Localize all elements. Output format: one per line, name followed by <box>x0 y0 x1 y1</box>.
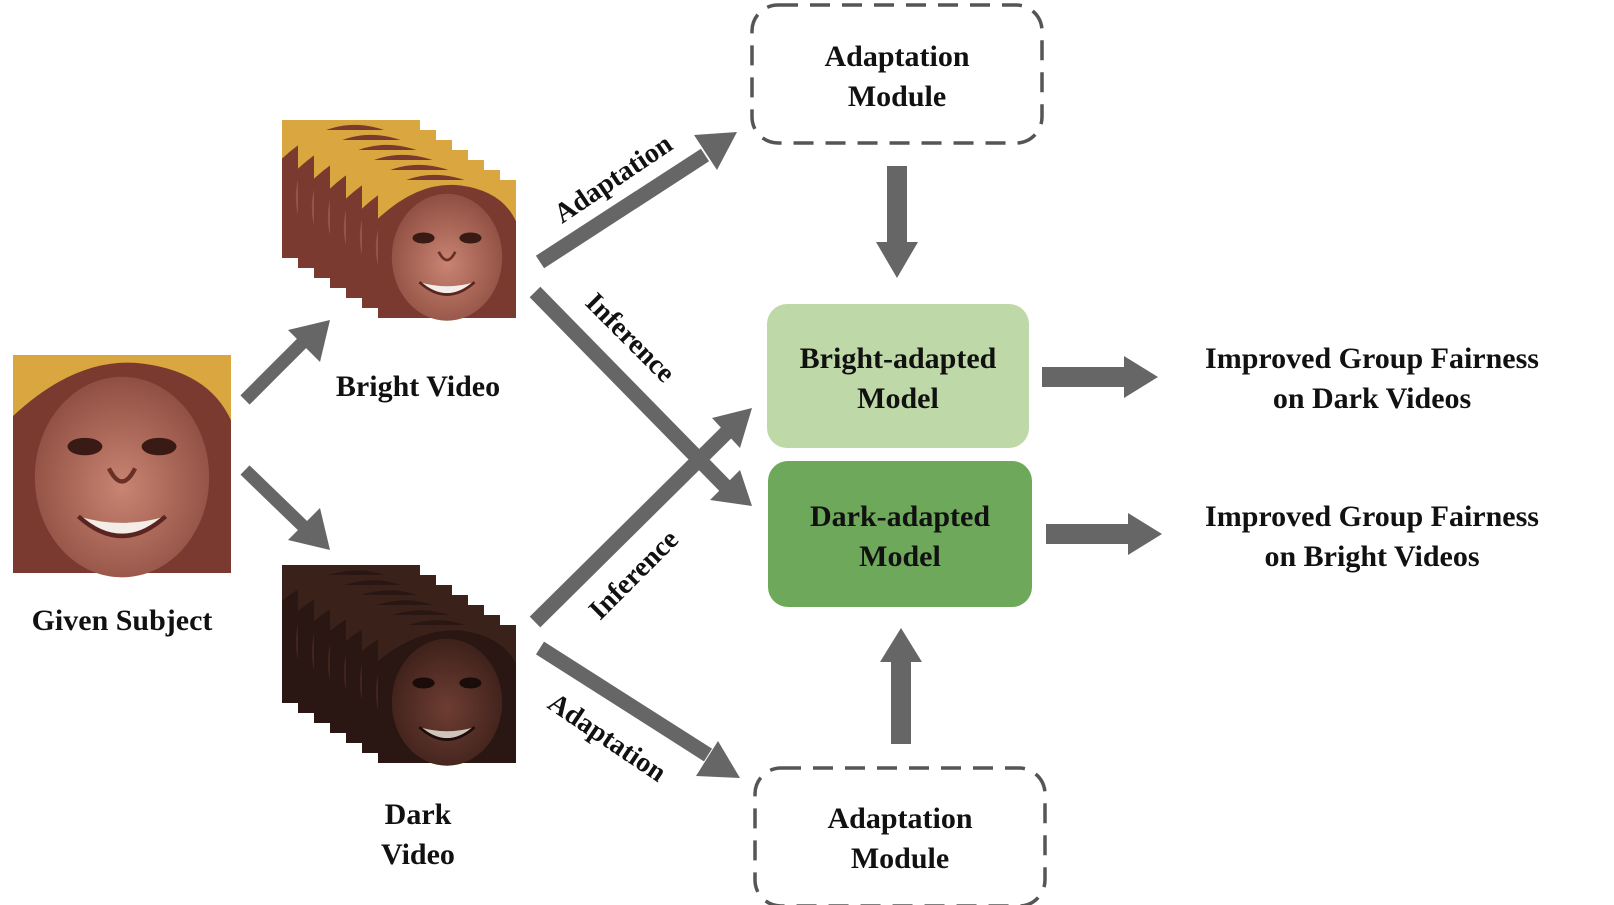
adaptation-module-bottom-line1: Adaptation <box>827 802 972 835</box>
arrow-adaptation-to-bright-model <box>876 166 918 278</box>
arrow-adaptation-to-dark-model <box>880 628 922 744</box>
arrow-dark-model-to-output <box>1046 513 1162 555</box>
arrow-bright-to-adaptation-module <box>535 132 737 269</box>
output-bright-line2: on Bright Videos <box>1264 540 1479 573</box>
arrow-bright-model-to-output <box>1042 356 1158 398</box>
output-bright-line1: Improved Group Fairness <box>1205 500 1539 533</box>
dark-adapted-model-line2: Model <box>859 540 941 573</box>
adaptation-module-top-box <box>750 3 1044 145</box>
dark-video-label-line2: Video <box>381 838 455 871</box>
inference-top-arrow-label: Inference <box>579 287 681 389</box>
dark-adapted-model-line1: Dark-adapted <box>810 500 990 533</box>
arrow-dark-to-bright-model <box>529 408 752 628</box>
adaptation-module-top-line2: Module <box>848 80 946 113</box>
arrow-subject-to-dark <box>240 465 330 550</box>
adaptation-bottom-arrow-label: Adaptation <box>542 687 672 789</box>
adaptation-module-bottom-line2: Module <box>851 842 949 875</box>
adaptation-module-top-line1: Adaptation <box>824 40 969 73</box>
dark-adapted-model-box <box>768 461 1032 607</box>
bright-video-label: Bright Video <box>336 370 500 403</box>
inference-bottom-arrow-label: Inference <box>583 524 685 626</box>
bright-adapted-model-box <box>767 304 1029 448</box>
adaptation-module-bottom-box <box>753 766 1047 905</box>
dark-video-frames <box>280 563 518 768</box>
arrow-subject-to-bright <box>240 320 330 405</box>
bright-adapted-model-line2: Model <box>857 382 939 415</box>
dark-video-label-line1: Dark <box>385 798 452 831</box>
video-frame <box>376 623 518 768</box>
output-dark-line2: on Dark Videos <box>1273 382 1471 415</box>
given-subject-label: Given Subject <box>32 604 213 637</box>
bright-video-frames <box>280 118 518 323</box>
bright-adapted-model-line1: Bright-adapted <box>800 342 997 375</box>
output-dark-line1: Improved Group Fairness <box>1205 342 1539 375</box>
arrow-dark-to-adaptation-module <box>535 641 740 778</box>
arrow-bright-to-dark-model <box>529 286 752 506</box>
video-frame <box>376 178 518 323</box>
given-subject-image <box>13 355 231 577</box>
